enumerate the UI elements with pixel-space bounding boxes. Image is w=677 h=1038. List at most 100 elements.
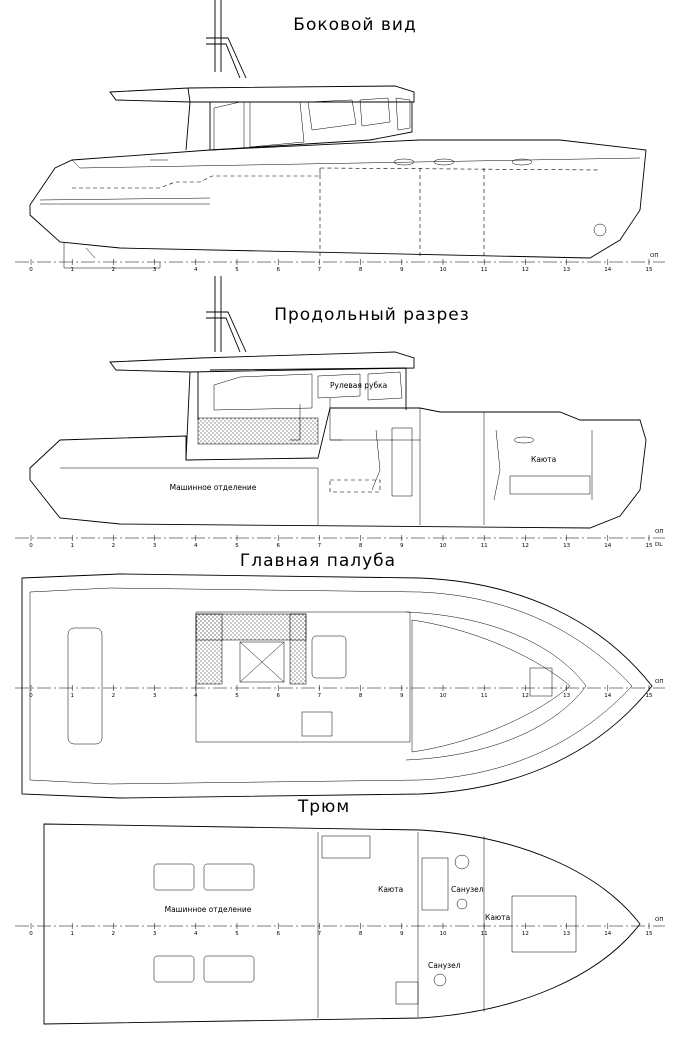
label-cabin-mid: Каюта xyxy=(378,885,403,894)
porthole-3 xyxy=(511,158,533,166)
windows-profile xyxy=(213,371,403,411)
baseline-label-deck: ОП xyxy=(655,679,663,685)
label-wc-top: Санузел xyxy=(451,885,484,894)
frame-number: 15 xyxy=(646,693,653,699)
frame-number: 2 xyxy=(112,267,116,273)
hold-vberth xyxy=(511,895,577,953)
engine-1b xyxy=(203,863,255,891)
hold-wc-top xyxy=(456,898,468,910)
frame-number: 6 xyxy=(276,267,280,273)
frame-number: 13 xyxy=(563,693,570,699)
engine-2b xyxy=(203,955,255,983)
aft-sunpad xyxy=(67,627,103,745)
frame-number: 4 xyxy=(194,931,198,937)
dl-label-profile: DL xyxy=(655,542,663,548)
frame-number: 13 xyxy=(563,931,570,937)
engine-1 xyxy=(153,863,195,891)
foredeck-line xyxy=(405,611,587,761)
frame-number: 12 xyxy=(522,543,529,549)
frame-number: 10 xyxy=(440,267,447,273)
windows-side xyxy=(213,97,411,151)
frame-number: 2 xyxy=(112,931,116,937)
label-cabin-profile: Каюта xyxy=(531,455,556,464)
frame-number: 14 xyxy=(604,267,611,273)
figures-profile xyxy=(290,398,501,501)
deckhouse-plan xyxy=(195,611,411,743)
tank-profile xyxy=(329,479,381,493)
frame-number: 3 xyxy=(153,543,157,549)
frame-number: 10 xyxy=(440,543,447,549)
porthole-1 xyxy=(393,158,415,166)
table-plan xyxy=(239,641,285,683)
hull-lines-side xyxy=(39,157,641,205)
frame-number: 9 xyxy=(400,931,404,937)
hardtop-profile xyxy=(109,351,415,373)
bulkheads-profile xyxy=(60,408,593,525)
frame-number: 14 xyxy=(604,693,611,699)
interior-hidden-side xyxy=(72,167,601,256)
frame-number: 0 xyxy=(29,693,33,699)
frame-number: 10 xyxy=(440,931,447,937)
frame-number: 5 xyxy=(235,267,239,273)
hold-title: Трюм xyxy=(297,797,350,817)
frame-number: 3 xyxy=(153,267,157,273)
table-cross xyxy=(239,641,285,683)
frame-number: 5 xyxy=(235,543,239,549)
frame-number: 2 xyxy=(112,543,116,549)
frame-number: 12 xyxy=(522,693,529,699)
frame-number: 1 xyxy=(70,267,74,273)
frame-number: 6 xyxy=(276,931,280,937)
frame-number: 15 xyxy=(646,543,653,549)
hold-shower xyxy=(421,857,449,911)
frame-number: 7 xyxy=(318,931,322,937)
frame-number: 0 xyxy=(29,267,33,273)
frame-number: 9 xyxy=(400,543,404,549)
frame-number: 8 xyxy=(359,267,363,273)
frame-number: 11 xyxy=(481,543,488,549)
porthole-2 xyxy=(433,158,455,166)
frame-number: 13 xyxy=(563,543,570,549)
hold-bulkheads xyxy=(317,832,485,1018)
engine-2 xyxy=(153,955,195,983)
helm-seat-plan xyxy=(311,635,347,679)
frame-number: 6 xyxy=(276,693,280,699)
frame-number: 1 xyxy=(70,931,74,937)
side-view-title: Боковой вид xyxy=(293,15,416,35)
hold-basin-top xyxy=(454,854,470,870)
frame-number: 1 xyxy=(70,693,74,699)
frame-number: 4 xyxy=(194,543,198,549)
porthole-profile xyxy=(513,436,535,444)
frame-number: 6 xyxy=(276,543,280,549)
frame-number: 8 xyxy=(359,543,363,549)
label-wc-bottom: Санузел xyxy=(428,961,461,970)
mast-side xyxy=(206,0,247,79)
frame-number: 3 xyxy=(153,693,157,699)
frame-number: 15 xyxy=(646,931,653,937)
settee-profile xyxy=(197,417,319,445)
baseline-label-profile: ОП xyxy=(655,529,663,535)
frame-number: 12 xyxy=(522,931,529,937)
door-profile xyxy=(391,427,413,497)
anchor-icon xyxy=(593,223,607,237)
hatch-plan xyxy=(529,667,553,697)
main-deck-title: Главная палуба xyxy=(240,551,396,571)
frame-number: 4 xyxy=(194,267,198,273)
hold-wc-bottom xyxy=(433,973,447,987)
frame-number: 15 xyxy=(646,267,653,273)
mast-profile xyxy=(206,276,247,353)
label-engine-room-hold: Машинное отделение xyxy=(165,905,252,914)
frame-number: 8 xyxy=(359,931,363,937)
galley-plan xyxy=(301,711,333,737)
label-cabin-fwd: Каюта xyxy=(485,913,510,922)
label-engine-room-profile: Машинное отделение xyxy=(170,483,257,492)
cabin-profile xyxy=(185,367,407,461)
frame-number: 0 xyxy=(29,931,33,937)
hold-view: Трюм Машинное отделение Каюта Каюта Сану… xyxy=(15,797,665,1025)
